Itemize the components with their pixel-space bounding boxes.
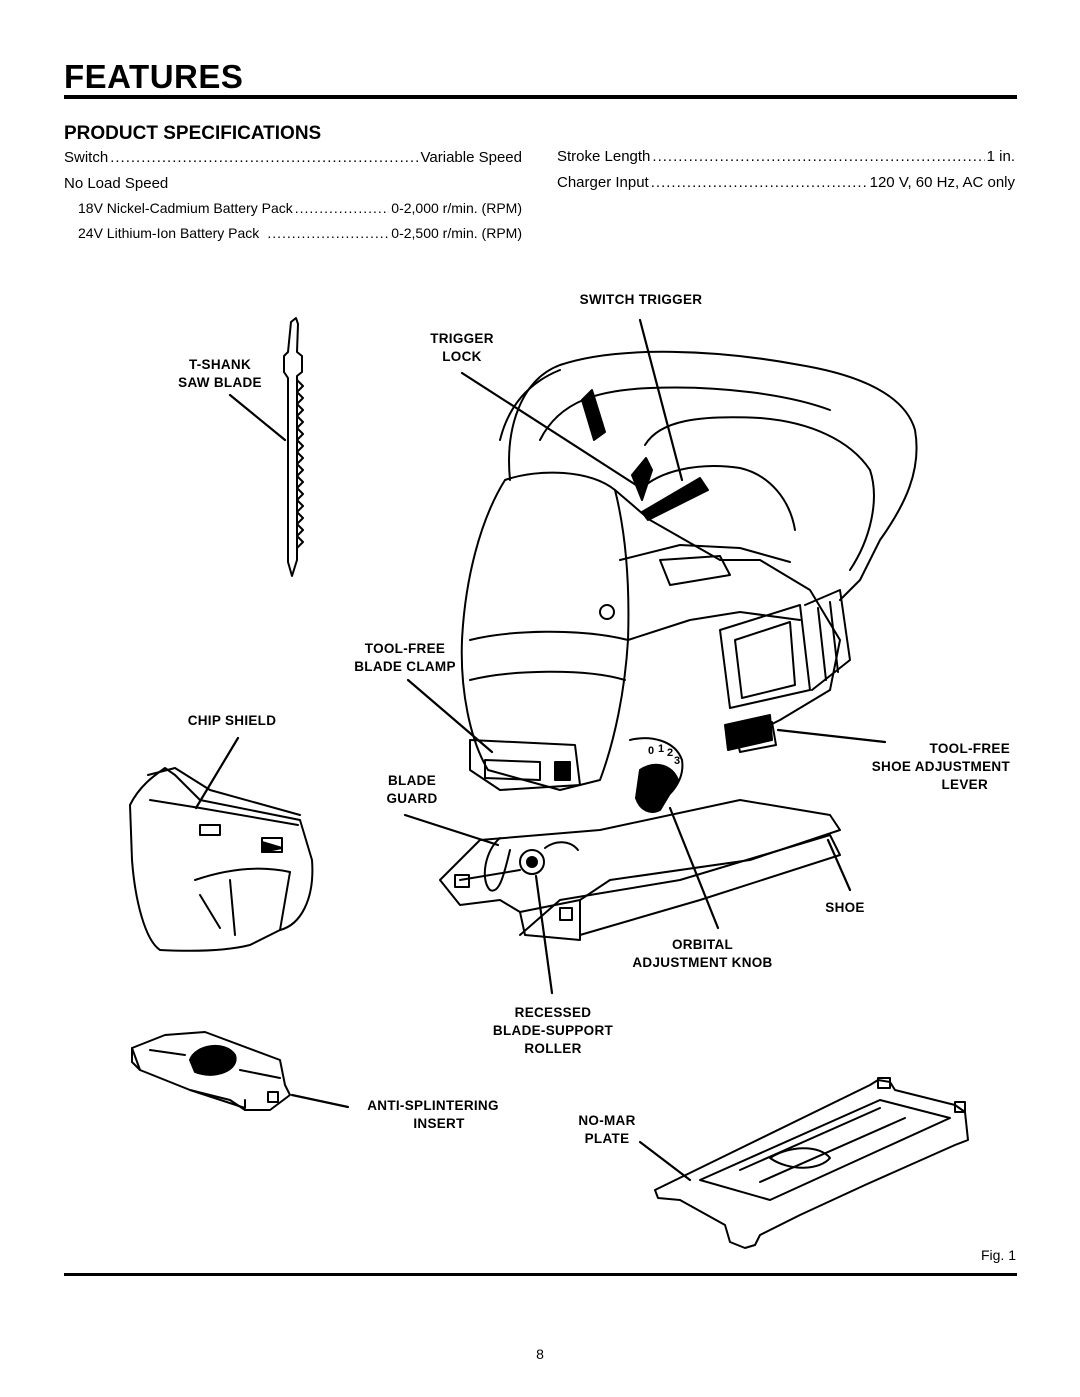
chip-shield-icon	[129, 767, 314, 952]
page-title: FEATURES	[64, 58, 244, 95]
spec-switch: Switch Variable Speed	[64, 149, 522, 166]
dial-digit-0: 0	[648, 745, 654, 757]
footer-rule	[64, 1273, 1017, 1276]
spec-stroke-length: Stroke Length 1 in.	[557, 148, 1015, 165]
spec-battery-24v: 24V Lithium-Ion Battery Pack 0-2,500 r/m…	[78, 225, 522, 241]
label-chip-shield: CHIP SHIELD	[187, 713, 277, 728]
label-trigger-lock: TRIGGER LOCK	[430, 331, 494, 364]
label-blade-guard: BLADE GUARD	[386, 773, 438, 806]
page-number: 8	[536, 1346, 544, 1362]
header-rule	[64, 95, 1017, 99]
label-shoe-adjustment-lever: TOOL-FREE SHOE ADJUSTMENT LEVER	[871, 741, 1010, 792]
no-mar-plate-icon	[654, 1077, 969, 1249]
label-blade-support-roller: RECESSED BLADE-SUPPORT ROLLER	[492, 1005, 614, 1056]
label-anti-splintering-insert: ANTI-SPLINTERING INSERT	[367, 1098, 499, 1131]
jigsaw-body-icon	[439, 350, 918, 941]
spec-battery-18v: 18V Nickel-Cadmium Battery Pack 0-2,000 …	[78, 200, 522, 216]
leader-lines	[194, 318, 887, 1182]
dial-digit-2: 2	[667, 747, 673, 759]
spec-value: 1 in.	[986, 148, 1015, 165]
spec-value: 0-2,500 r/min. (RPM)	[391, 225, 522, 241]
spec-value: Variable Speed	[420, 149, 522, 166]
spec-label: Stroke Length	[557, 148, 651, 165]
label-t-shank-saw-blade: T-SHANK SAW BLADE	[178, 357, 262, 390]
label-tool-free-blade-clamp: TOOL-FREE BLADE CLAMP	[354, 641, 456, 674]
label-orbital-adjustment-knob: ORBITAL ADJUSTMENT KNOB	[632, 937, 773, 970]
spec-label: 18V Nickel-Cadmium Battery Pack	[78, 200, 293, 216]
label-shoe: SHOE	[825, 900, 865, 915]
spec-label: Charger Input	[557, 174, 649, 191]
spec-value: 120 V, 60 Hz, AC only	[869, 174, 1015, 191]
anti-splintering-insert-icon	[131, 1031, 291, 1111]
spec-charger-input: Charger Input 120 V, 60 Hz, AC only	[557, 174, 1015, 191]
dial-digit-3: 3	[674, 755, 680, 767]
spec-value: 0-2,000 r/min. (RPM)	[391, 200, 522, 216]
spec-label: No Load Speed	[64, 175, 169, 192]
spec-label: Switch	[64, 149, 109, 166]
spec-no-load-speed: No Load Speed	[64, 175, 168, 192]
section-title: PRODUCT SPECIFICATIONS	[64, 123, 322, 144]
t-shank-blade-icon	[283, 317, 304, 577]
figure-caption: Fig. 1	[980, 1247, 1016, 1263]
dial-digit-1: 1	[658, 743, 664, 755]
label-no-mar-plate: NO-MAR PLATE	[578, 1113, 636, 1146]
label-switch-trigger: SWITCH TRIGGER	[579, 292, 703, 307]
spec-label: 24V Lithium-Ion Battery Pack	[78, 225, 260, 241]
